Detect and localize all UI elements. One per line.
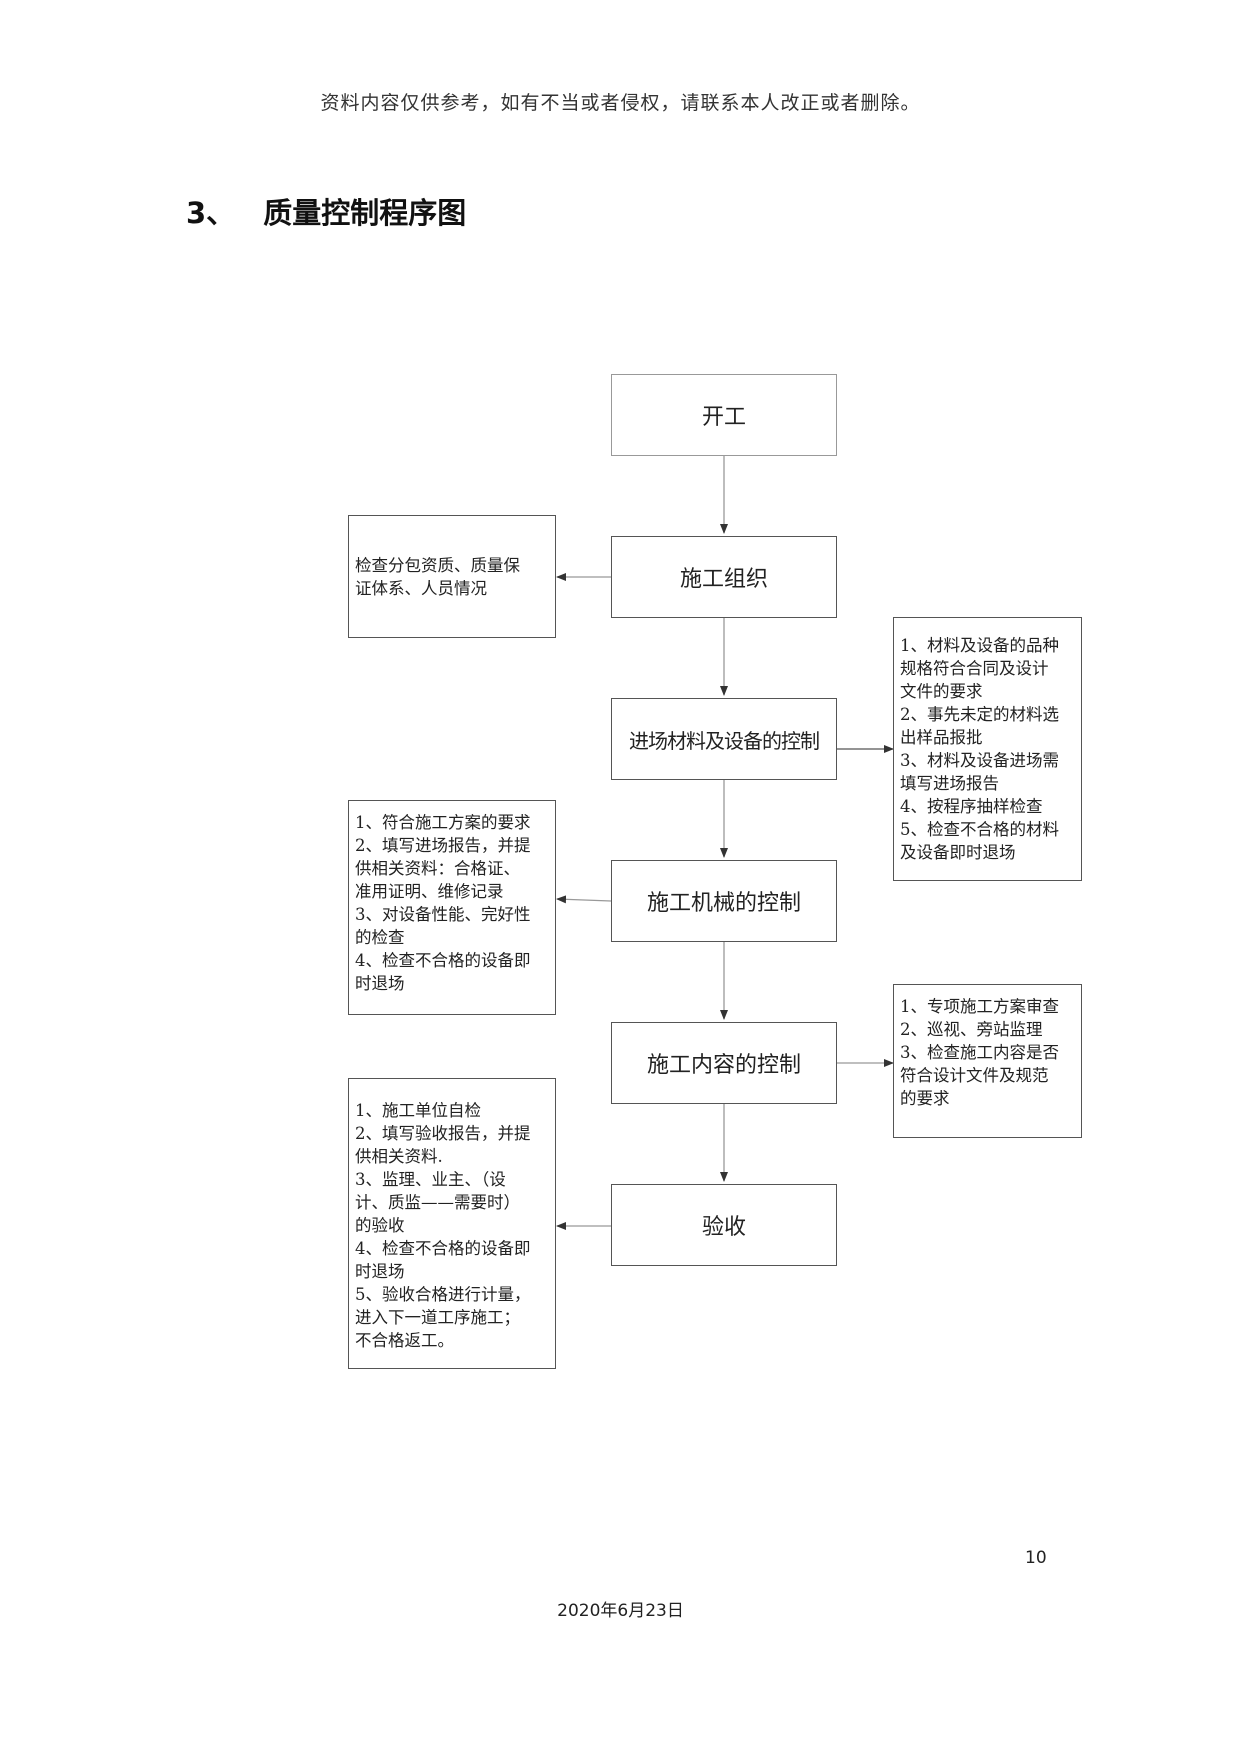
header-disclaimer: 资料内容仅供参考，如有不当或者侵权，请联系本人改正或者删除。 bbox=[320, 92, 921, 114]
note-line: 4、按程序抽样检查 bbox=[900, 797, 1043, 816]
note-line: 及设备即时退场 bbox=[900, 843, 1016, 862]
note-line: 3、检查施工内容是否 bbox=[900, 1043, 1059, 1062]
note-line: 1、专项施工方案审查 bbox=[900, 997, 1059, 1016]
section-number: 3、 bbox=[186, 196, 236, 230]
note-line: 的验收 bbox=[355, 1216, 405, 1235]
flow-step-start: 开工 bbox=[611, 374, 837, 456]
note-line: 供相关资料：合格证、 bbox=[355, 859, 520, 878]
section-title: 3、质量控制程序图 bbox=[186, 190, 466, 232]
note-organization: 检查分包资质、质量保 证体系、人员情况 bbox=[348, 515, 556, 638]
note-line: 填写进场报告 bbox=[900, 774, 999, 793]
note-line: 1、材料及设备的品种 bbox=[900, 636, 1059, 655]
note-line: 出样品报批 bbox=[900, 728, 983, 747]
note-line: 2、巡视、旁站监理 bbox=[900, 1020, 1043, 1039]
note-line: 2、填写验收报告，并提 bbox=[355, 1124, 531, 1143]
note-acceptance: 1、施工单位自检 2、填写验收报告，并提 供相关资料. 3、监理、业主、（设 计… bbox=[348, 1078, 556, 1369]
note-line: 符合设计文件及规范 bbox=[900, 1066, 1049, 1085]
flow-step-content-control: 施工内容的控制 bbox=[611, 1022, 837, 1104]
note-machinery: 1、符合施工方案的要求 2、填写进场报告，并提 供相关资料：合格证、 准用证明、… bbox=[348, 800, 556, 1015]
footer-date: 2020年6月23日 bbox=[557, 1601, 684, 1621]
note-line: 1、施工单位自检 bbox=[355, 1101, 481, 1120]
flow-step-organization: 施工组织 bbox=[611, 536, 837, 618]
note-line: 准用证明、维修记录 bbox=[355, 882, 504, 901]
note-line: 1、符合施工方案的要求 bbox=[355, 813, 531, 832]
note-line: 4、检查不合格的设备即 bbox=[355, 1239, 531, 1258]
section-title-text: 质量控制程序图 bbox=[263, 196, 467, 230]
note-line: 证体系、人员情况 bbox=[355, 579, 487, 598]
note-content: 1、专项施工方案审查 2、巡视、旁站监理 3、检查施工内容是否 符合设计文件及规… bbox=[893, 984, 1082, 1138]
flow-step-machinery-control: 施工机械的控制 bbox=[611, 860, 837, 942]
note-line: 2、填写进场报告，并提 bbox=[355, 836, 531, 855]
note-line: 不合格返工。 bbox=[355, 1331, 454, 1350]
note-line: 3、材料及设备进场需 bbox=[900, 751, 1059, 770]
note-materials: 1、材料及设备的品种 规格符合合同及设计 文件的要求 2、事先未定的材料选 出样… bbox=[893, 617, 1082, 881]
note-line: 计、质监——需要时） bbox=[355, 1193, 520, 1212]
note-line: 的要求 bbox=[900, 1089, 950, 1108]
flow-step-materials-control: 进场材料及设备的控制 bbox=[611, 698, 837, 780]
note-line: 5、检查不合格的材料 bbox=[900, 820, 1059, 839]
flow-step-acceptance: 验收 bbox=[611, 1184, 837, 1266]
connector-machinery-to-note bbox=[556, 895, 612, 904]
note-line: 规格符合合同及设计 bbox=[900, 659, 1049, 678]
note-line: 供相关资料. bbox=[355, 1147, 443, 1166]
note-line: 检查分包资质、质量保 bbox=[355, 556, 520, 575]
note-line: 4、检查不合格的设备即 bbox=[355, 951, 531, 970]
page-number: 10 bbox=[1025, 1548, 1047, 1568]
note-line: 进入下一道工序施工； bbox=[355, 1308, 520, 1327]
note-line: 2、事先未定的材料选 bbox=[900, 705, 1059, 724]
note-line: 时退场 bbox=[355, 974, 405, 993]
note-line: 3、监理、业主、（设 bbox=[355, 1170, 506, 1189]
note-line: 的检查 bbox=[355, 928, 405, 947]
note-line: 文件的要求 bbox=[900, 682, 983, 701]
note-line: 3、对设备性能、完好性 bbox=[355, 905, 531, 924]
note-line: 5、验收合格进行计量， bbox=[355, 1285, 531, 1304]
note-line: 时退场 bbox=[355, 1262, 405, 1281]
